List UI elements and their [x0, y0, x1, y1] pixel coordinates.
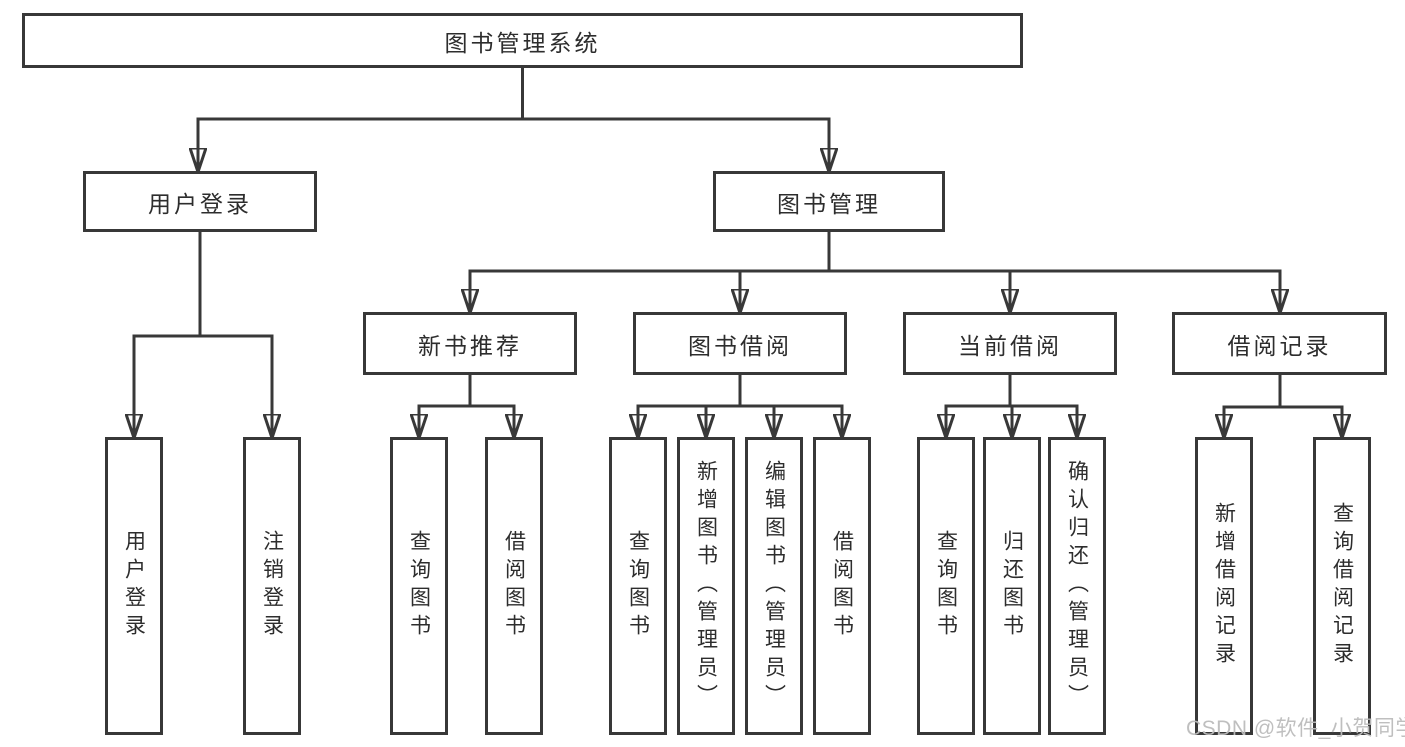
- connector-user-login-to-login: [134, 334, 200, 436]
- node-book-management: 图书管理: [713, 171, 945, 232]
- leaf-add-borrow-record: 新增借阅记录: [1195, 437, 1253, 735]
- watermark: CSDN @软件_小贺同学: [1186, 717, 1405, 740]
- leaf-query-book-2-label: 查询图书: [626, 530, 650, 642]
- connector-current-borrow-c1: [946, 404, 1010, 436]
- node-current-borrow: 当前借阅: [903, 312, 1117, 375]
- leaf-return-book-label: 归还图书: [1000, 530, 1024, 642]
- connector-book-mgmt-to-current-borrow: [829, 269, 1010, 311]
- leaf-query-borrow-record-label: 查询借阅记录: [1330, 502, 1354, 670]
- node-user-login: 用户登录: [83, 171, 317, 232]
- leaf-query-borrow-record: 查询借阅记录: [1313, 437, 1371, 735]
- leaf-edit-book-admin: 编辑图书（管理员）: [745, 437, 803, 735]
- leaf-logout-label: 注销登录: [260, 530, 284, 642]
- connector-user-login-to-logout: [200, 334, 272, 436]
- connector-current-borrow-c3: [1010, 404, 1077, 436]
- connector-new-book-c2: [470, 404, 514, 436]
- leaf-query-book-3: 查询图书: [917, 437, 975, 735]
- leaf-confirm-return-admin: 确认归还（管理员）: [1048, 437, 1106, 735]
- leaf-query-book-3-label: 查询图书: [934, 530, 958, 642]
- connector-new-book-c1: [419, 404, 470, 436]
- leaf-add-book-admin-label: 新增图书（管理员）: [694, 460, 718, 712]
- leaf-add-borrow-record-label: 新增借阅记录: [1212, 502, 1236, 670]
- leaf-query-book-1: 查询图书: [390, 437, 448, 735]
- node-borrow-record: 借阅记录: [1172, 312, 1387, 375]
- connector-borrow-record-c2: [1280, 405, 1342, 436]
- connector-borrow-record-c1: [1224, 405, 1280, 436]
- leaf-query-book-1-label: 查询图书: [407, 530, 431, 642]
- leaf-add-book-admin: 新增图书（管理员）: [677, 437, 735, 735]
- connector-current-borrow-c2: [1010, 404, 1012, 436]
- node-new-book-recommend: 新书推荐: [363, 312, 577, 375]
- leaf-edit-book-admin-label: 编辑图书（管理员）: [762, 460, 786, 712]
- leaf-logout: 注销登录: [243, 437, 301, 735]
- leaf-confirm-return-admin-label: 确认归还（管理员）: [1065, 460, 1089, 712]
- connector-root-to-book-mgmt: [522, 117, 830, 170]
- connector-book-mgmt-to-new-book: [470, 269, 829, 311]
- connector-book-borrow-c1: [638, 404, 740, 436]
- leaf-return-book: 归还图书: [983, 437, 1041, 735]
- connector-book-mgmt-to-borrow-record: [829, 269, 1280, 311]
- connector-root-to-user-login: [198, 117, 523, 170]
- node-book-borrow: 图书借阅: [633, 312, 847, 375]
- leaf-borrow-book-1-label: 借阅图书: [502, 530, 526, 642]
- leaf-borrow-book-2-label: 借阅图书: [830, 530, 854, 642]
- leaf-query-book-2: 查询图书: [609, 437, 667, 735]
- leaf-user-login: 用户登录: [105, 437, 163, 735]
- connector-book-mgmt-to-book-borrow: [740, 269, 829, 311]
- leaf-user-login-label: 用户登录: [122, 530, 146, 642]
- connector-book-borrow-c2: [706, 404, 740, 436]
- leaf-borrow-book-2: 借阅图书: [813, 437, 871, 735]
- node-root-system: 图书管理系统: [22, 13, 1023, 68]
- leaf-borrow-book-1: 借阅图书: [485, 437, 543, 735]
- connector-book-borrow-c4: [740, 404, 842, 436]
- connector-book-borrow-c3: [740, 404, 774, 436]
